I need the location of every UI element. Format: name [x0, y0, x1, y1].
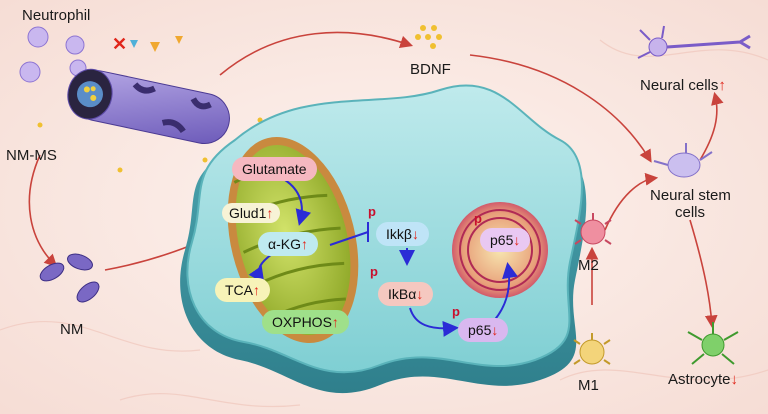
glud1-text: Glud1: [229, 205, 267, 221]
p65-nuc-indicator: ↓: [513, 232, 521, 248]
nm-ms-label: NM-MS: [6, 147, 57, 164]
arrow-glutamate-to-akg: [284, 179, 312, 226]
astrocyte-text: Astrocyte: [668, 371, 731, 388]
tca-pill: TCA↑: [215, 278, 270, 302]
bdnf-dots: [415, 25, 442, 49]
ikkb-indicator: ↓: [411, 226, 419, 242]
glutamate-pill: Glutamate: [232, 157, 317, 181]
bdnf-label: BDNF: [410, 61, 451, 78]
ikkb-phospho-label: p: [368, 204, 376, 219]
m1-label: M1: [578, 377, 599, 394]
ikba-pill: IkBα↓: [378, 282, 434, 306]
arrow-ikba-to-p65: [409, 307, 459, 337]
neural-stem-cell-icon: [653, 143, 713, 178]
p65-cyto-text: p65: [468, 322, 492, 338]
arrow-stem-to-neural: [699, 91, 724, 161]
arrow-to-bdnf: [219, 31, 414, 76]
p65-nuc-text: p65: [490, 232, 514, 248]
inhibit-line: [329, 231, 369, 246]
m2-macrophage-icon: [574, 213, 612, 245]
flow-arrows: [28, 31, 724, 329]
ikkb-text: Ikkβ: [386, 226, 412, 242]
tca-text: TCA: [225, 282, 253, 298]
block-mark-icon: ✕: [112, 34, 127, 54]
receptor-icons: [130, 36, 183, 52]
arrow-bdnf-to-stem: [469, 54, 652, 163]
astrocyte-indicator: ↓: [730, 371, 739, 388]
oxphos-text: OXPHOS: [272, 314, 332, 330]
m2-label: M2: [578, 257, 599, 274]
arrow-to-nm: [28, 154, 58, 268]
tca-indicator: ↑: [253, 282, 260, 298]
neutrophil-cells: [19, 26, 87, 83]
neural-stem-cells-line1: Neural stem: [650, 187, 731, 204]
nm-vesicle-icon: [39, 253, 100, 303]
neural-cells-label: Neural cells↑: [640, 78, 726, 93]
neural-cells-indicator: ↑: [718, 77, 726, 94]
akg-indicator: ↑: [300, 236, 308, 252]
astrocyte-icon: [687, 322, 739, 365]
neural-stem-cells-line2: cells: [674, 204, 705, 221]
astrocyte-label: Astrocyte↓: [668, 372, 738, 387]
arrow-stem-to-astrocyte: [689, 219, 718, 329]
p65-cyto-phospho-label: p: [452, 304, 460, 319]
nm-label: NM: [60, 321, 84, 338]
p65-cyto-indicator: ↓: [491, 322, 499, 338]
background-vessels: [0, 39, 768, 408]
p65-nuc-phospho-label: p: [474, 211, 482, 226]
neural-stem-cells-label: Neural stem cells: [650, 187, 731, 221]
neutrophil-label: Neutrophil: [22, 7, 91, 24]
akg-text: α-KG: [268, 236, 301, 252]
nm-ms-microsphere-icon: [67, 68, 230, 145]
glud1-indicator: ↑: [266, 205, 274, 221]
neural-cells-text: Neural cells: [640, 77, 719, 94]
ikkb-pill: Ikkβ↓: [376, 222, 429, 246]
neural-cell-icon: [637, 25, 751, 59]
m1-macrophage-icon: [573, 333, 611, 365]
oxphos-indicator: ↑: [331, 314, 339, 330]
akg-pill: α-KG↑: [258, 232, 318, 256]
p65-cyto-pill: p65↓: [458, 318, 509, 342]
oxphos-pill: OXPHOS↑: [262, 310, 349, 334]
ikba-text: IkBα: [388, 286, 417, 302]
ikba-indicator: ↓: [416, 286, 424, 302]
p65-nuc-pill: p65↓: [480, 228, 531, 252]
ikba-phospho-label: p: [370, 264, 378, 279]
glud1-pill: Glud1↑: [222, 203, 281, 223]
